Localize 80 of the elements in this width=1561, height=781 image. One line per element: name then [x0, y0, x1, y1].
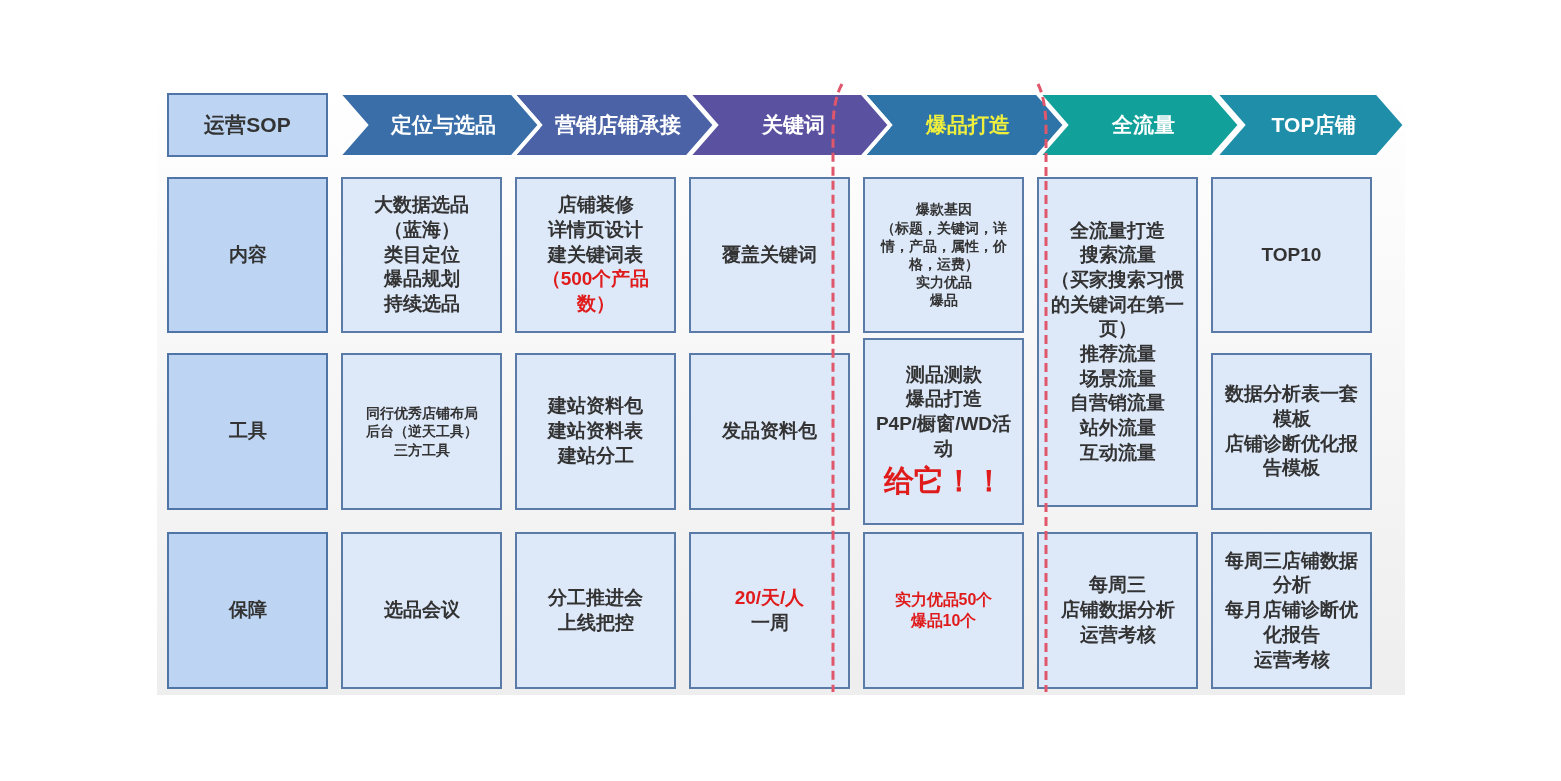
cell-text: 建站分工	[557, 443, 634, 468]
cell-text: 店铺诊断优化报告模板	[1224, 431, 1359, 481]
cell-text: （买家搜索习惯的关键词在第一页）	[1050, 267, 1185, 342]
cell-text: 分工推进会	[548, 585, 643, 610]
step-label: 营销店铺承接	[554, 112, 681, 139]
cell-text: 自营销流量	[1070, 391, 1165, 416]
cell-text: 站外流量	[1079, 416, 1156, 441]
step-label: 爆品打造	[925, 112, 1010, 139]
content-cell	[1037, 177, 1198, 507]
cell-text: 每周三店铺数据分析	[1224, 548, 1359, 598]
cell-text: 类目定位	[383, 242, 460, 267]
content-cell	[1211, 353, 1372, 510]
row-header	[167, 93, 328, 157]
cell-text: TOP10	[1261, 242, 1322, 267]
row-header	[167, 532, 328, 689]
cell-text: 每周三	[1089, 573, 1146, 598]
cell-text: 爆品打造	[905, 387, 982, 412]
cell-text: 发品资料包	[722, 419, 817, 444]
cell-text: 爆品规划	[383, 267, 460, 292]
content-cell	[689, 532, 850, 689]
cell-text: 爆款基因	[915, 200, 972, 219]
cell-text: （蓝海）	[383, 217, 460, 242]
cell-text: 爆品	[929, 291, 958, 310]
cell-text: 持续选品	[383, 292, 460, 317]
cell-text: 上线把控	[557, 610, 634, 635]
content-cell	[863, 532, 1024, 689]
cell-text: 店铺数据分析	[1060, 598, 1175, 623]
content-cell	[515, 532, 676, 689]
cell-text: 详情页设计	[548, 217, 643, 242]
step-label: 定位与选品	[390, 112, 496, 139]
row-label: 内容	[228, 242, 267, 267]
step-label: 全流量	[1111, 112, 1175, 139]
cell-text: 运营考核	[1079, 622, 1156, 647]
cell-text: 搜索流量	[1079, 243, 1156, 268]
content-cell	[341, 177, 502, 333]
cell-text: 后台（逆天工具）	[365, 422, 478, 441]
row-label: 保障	[228, 598, 267, 623]
cell-text: 互动流量	[1079, 440, 1156, 465]
step-label: 关键词	[761, 112, 825, 139]
cell-text: 推荐流量	[1079, 342, 1156, 366]
cell-text: （500个产品数）	[540, 267, 651, 317]
cell-text: 运营考核	[1253, 647, 1330, 672]
content-cell	[341, 532, 502, 689]
cell-text: 测品测款	[905, 362, 982, 387]
content-cell	[863, 338, 1024, 525]
cell-text: 建关键词表	[548, 242, 643, 267]
cell-text: 三方工具	[393, 440, 450, 459]
row-label: 工具	[228, 419, 267, 444]
content-cell	[1211, 177, 1372, 333]
cell-text: 店铺装修	[557, 193, 634, 218]
cell-text: 同行优秀店铺布局	[365, 404, 478, 423]
content-cell	[515, 177, 676, 333]
cell-text: 每月店铺诊断优化报告	[1224, 598, 1359, 647]
cell-text: （标题，关键词，详情，产品，属性，价格，运费）	[879, 218, 1008, 274]
content-cell	[1211, 532, 1372, 689]
row-label: 运营SOP	[204, 112, 291, 139]
cell-text: P4P/橱窗/WD活动	[875, 412, 1012, 461]
step-label: TOP店铺	[1271, 112, 1357, 139]
content-cell	[863, 177, 1024, 333]
cell-text: 场景流量	[1079, 366, 1156, 391]
content-cell	[689, 353, 850, 510]
content-cell	[1037, 532, 1198, 689]
content-cell	[341, 353, 502, 510]
cell-text: 给它！！	[883, 463, 1004, 500]
cell-text: 建站资料表	[548, 419, 643, 444]
cell-text: 实力优品50个	[894, 589, 993, 610]
cell-text: 一周	[750, 610, 789, 635]
cell-text: 爆品10个	[910, 610, 977, 631]
cell-text: 大数据选品	[374, 193, 469, 218]
row-header	[167, 353, 328, 510]
cell-text: 建站资料包	[548, 394, 643, 419]
cell-text: 选品会议	[383, 598, 460, 623]
cell-text: 实力优品	[915, 273, 972, 292]
content-cell	[515, 353, 676, 510]
cell-text: 20/天/人	[734, 585, 805, 610]
row-header	[167, 177, 328, 333]
cell-text: 覆盖关键词	[722, 242, 817, 267]
cell-text: 全流量打造	[1070, 218, 1165, 243]
content-cell	[689, 177, 850, 333]
cell-text: 数据分析表一套模板	[1224, 382, 1359, 431]
